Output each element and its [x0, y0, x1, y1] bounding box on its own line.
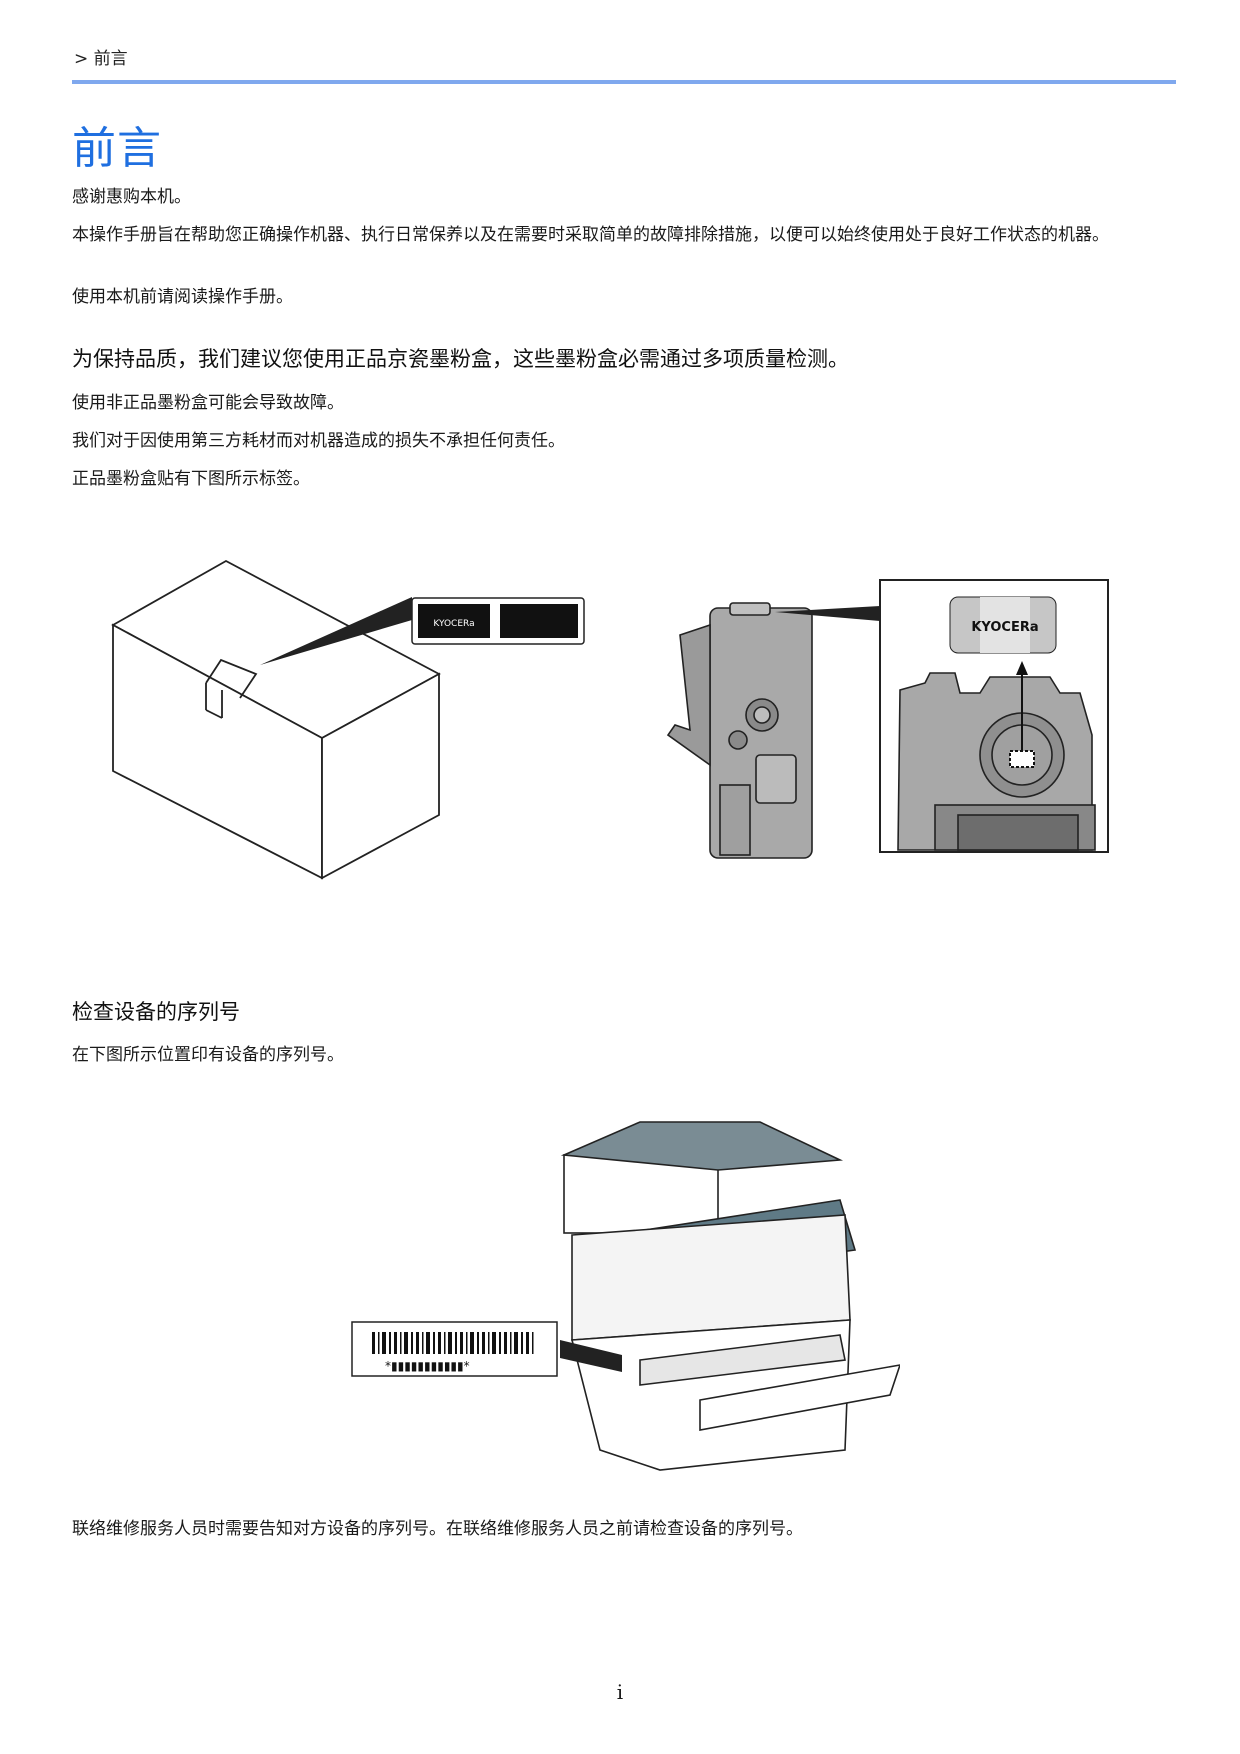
- breadcrumb[interactable]: > 前言: [74, 49, 128, 69]
- intro-paragraph-3: 使用本机前请阅读操作手册。: [72, 287, 293, 307]
- box-label-illustration: KYOCERa: [111, 559, 585, 880]
- serial-paragraph-1: 在下图所示位置印有设备的序列号。: [72, 1045, 344, 1065]
- serial-paragraph-2: 联络维修服务人员时需要告知对方设备的序列号。在联络维修服务人员之前请检查设备的序…: [72, 1519, 803, 1539]
- cartridge-label-logo-text: KYOCERa: [971, 620, 1038, 635]
- toner-cartridge-illustration: KYOCERa: [666, 579, 1109, 859]
- callout-pointer: [260, 597, 412, 665]
- box-label-logo-text: KYOCERa: [433, 619, 474, 629]
- quality-heading: 为保持品质，我们建议您使用正品京瓷墨粉盒，这些墨粉盒必需通过多项质量检测。: [72, 347, 849, 371]
- printer-serial-illustration: *▮▮▮▮▮▮▮▮▮▮▮*: [351, 1121, 900, 1471]
- serial-label-text: *▮▮▮▮▮▮▮▮▮▮▮*: [385, 1359, 470, 1373]
- page-title: 前言: [72, 123, 162, 174]
- quality-paragraph-3: 正品墨粉盒贴有下图所示标签。: [72, 469, 310, 489]
- intro-paragraph-1: 感谢惠购本机。: [72, 187, 191, 207]
- quality-paragraph-1: 使用非正品墨粉盒可能会导致故障。: [72, 393, 344, 413]
- page-number: i: [616, 1680, 624, 1704]
- header-rule: [72, 80, 1176, 84]
- quality-paragraph-2: 我们对于因使用第三方耗材而对机器造成的损失不承担任何责任。: [72, 431, 565, 451]
- intro-paragraph-2: 本操作手册旨在帮助您正确操作机器、执行日常保养以及在需要时采取简单的故障排除措施…: [72, 225, 1109, 245]
- serial-heading: 检查设备的序列号: [72, 1000, 240, 1024]
